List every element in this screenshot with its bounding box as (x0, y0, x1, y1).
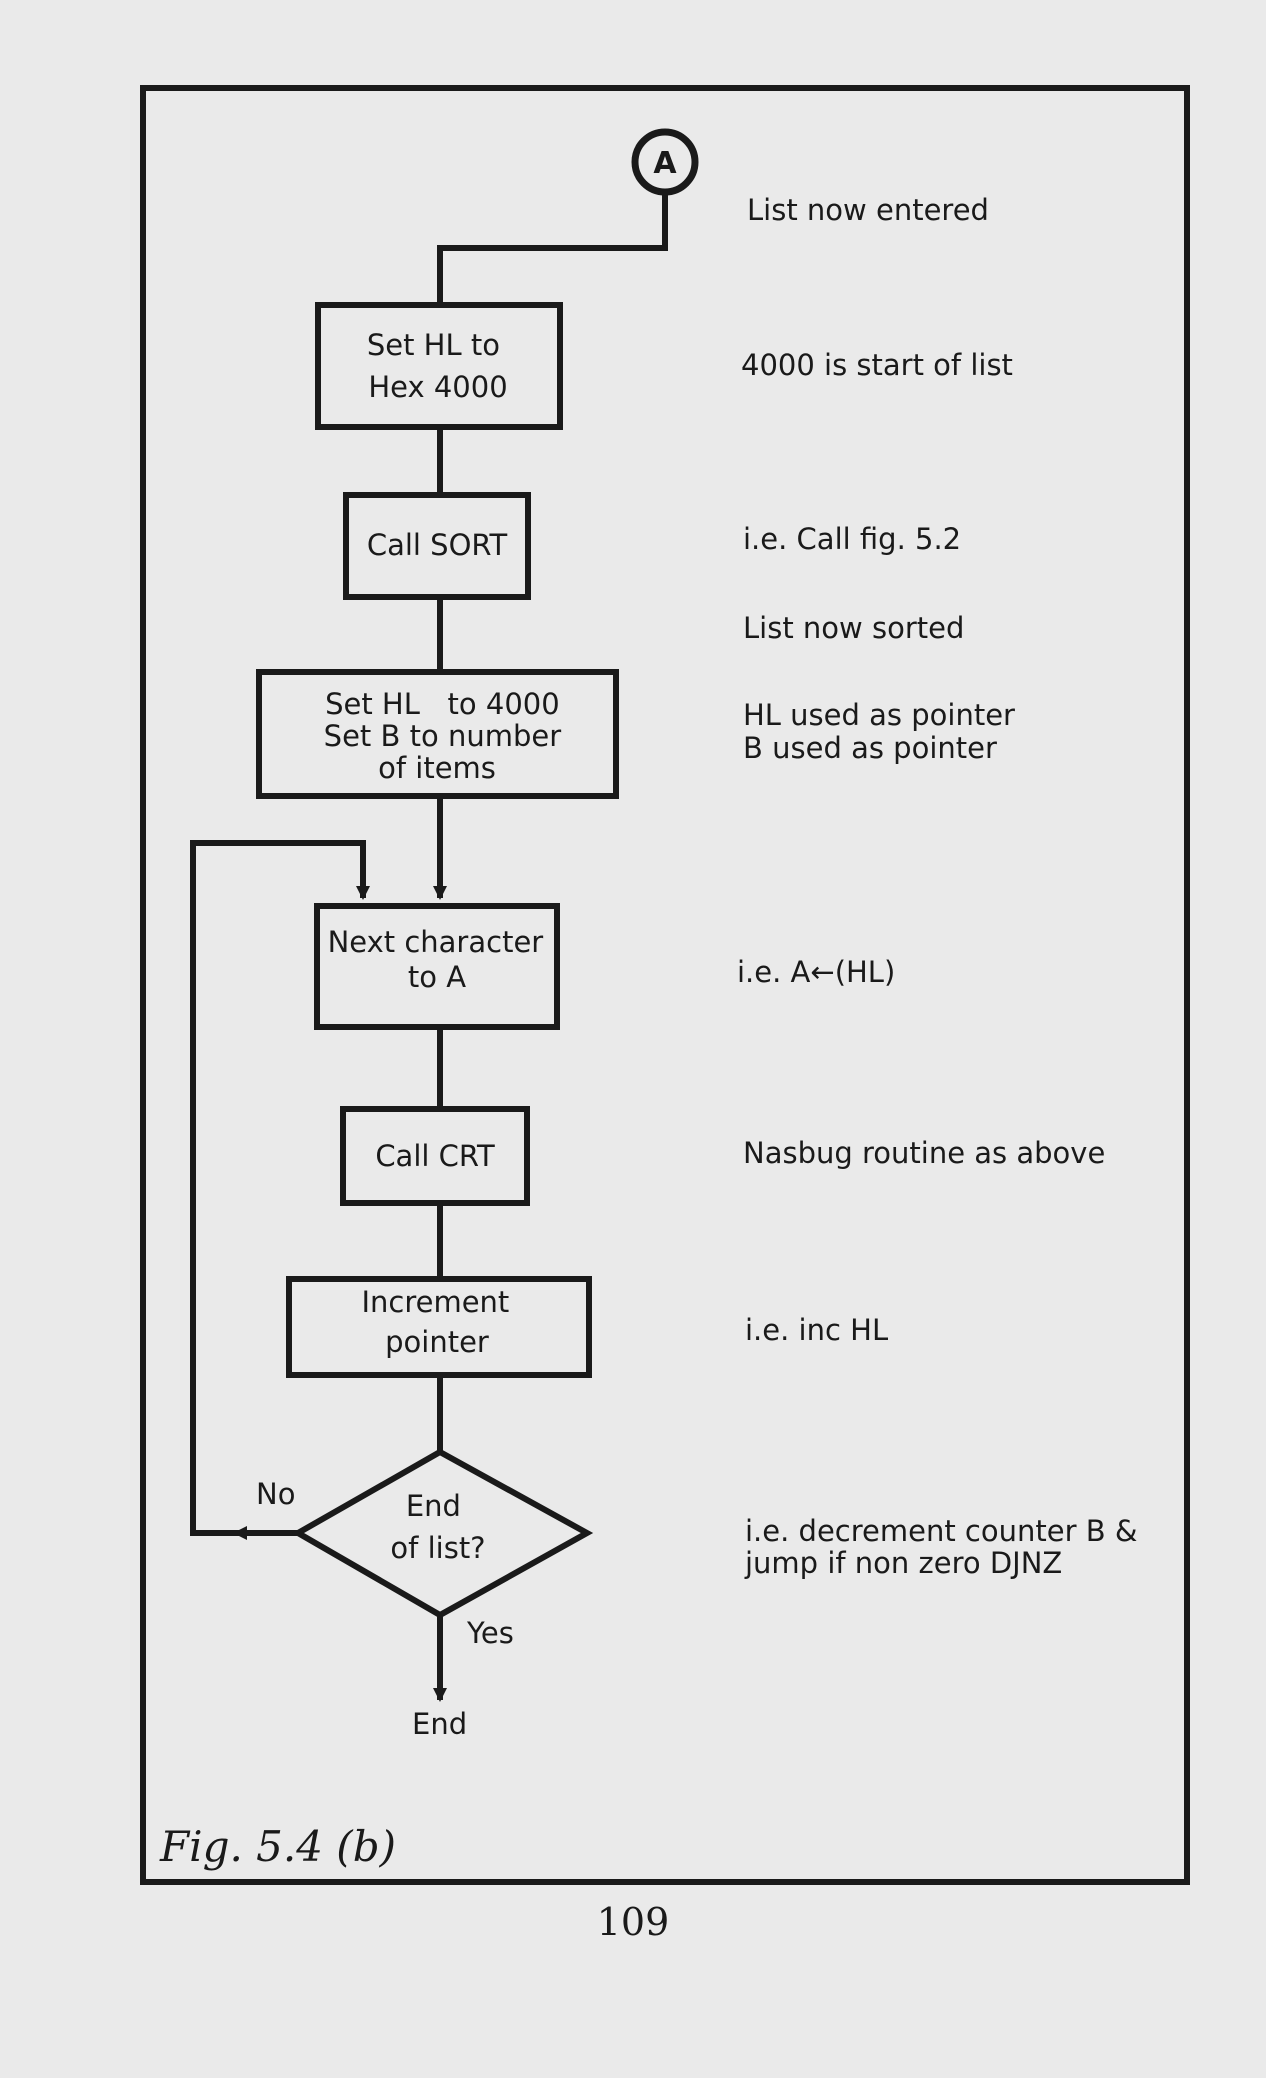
text-set-hl-b-line-1: Set HL to 4000 (325, 687, 560, 721)
text-increment-line-2: pointer (385, 1325, 489, 1359)
text-call-crt: Call CRT (375, 1139, 495, 1173)
box-increment (286, 1276, 592, 1378)
text-next-char-line-1: Next character (328, 925, 544, 959)
note-call-fig: i.e. Call fig. 5.2 (743, 522, 961, 556)
text-set-hl: Set HL to Hex 4000 (367, 328, 509, 404)
note-list-now-entered: List now entered (747, 193, 989, 227)
label-end: End (412, 1707, 467, 1741)
text-set-hl-line-2: Hex 4000 (368, 370, 507, 404)
note-inc-hl: i.e. inc HL (745, 1313, 888, 1347)
text-set-hl-b: Set HL to 4000 Set B to number of items (324, 687, 571, 785)
text-increment-line-1: Increment (361, 1285, 509, 1319)
flow-lines (190, 192, 668, 1702)
text-call-crt-line-1: Call CRT (375, 1139, 495, 1173)
decision-end-of-list (291, 1448, 594, 1619)
text-decision-line-1: End (406, 1489, 461, 1523)
text-decision-line-2: of list? (390, 1531, 485, 1565)
text-call-sort: Call SORT (367, 528, 508, 562)
figure-caption: Fig. 5.4 (b) (160, 1822, 396, 1871)
text-set-hl-b-line-3: of items (378, 751, 496, 785)
note-nasbug: Nasbug routine as above (743, 1136, 1105, 1170)
box-set-hl-b (256, 669, 619, 799)
box-call-sort (343, 492, 531, 600)
text-decision: End of list? (390, 1489, 485, 1565)
label-no: No (256, 1477, 295, 1511)
note-pointers-line-2: B used as pointer (743, 731, 997, 765)
line-a-to-set-hl (437, 192, 668, 305)
note-pointers-line-1: HL used as pointer (743, 698, 1015, 732)
step-boxes (256, 302, 619, 1619)
connector-a: A (631, 128, 699, 196)
connector-a-label: A (653, 146, 677, 181)
box-call-crt (340, 1106, 530, 1206)
text-set-hl-line-1: Set HL to (367, 328, 500, 362)
page-number: 109 (596, 1900, 670, 1944)
line-loop-back-to-next-char (190, 840, 370, 1536)
text-increment: Increment pointer (361, 1285, 518, 1359)
note-list-now-sorted: List now sorted (743, 611, 964, 645)
note-djnz: i.e. decrement counter B & jump if non z… (744, 1514, 1147, 1580)
note-load-a: i.e. A←(HL) (737, 955, 895, 989)
text-next-char-line-2: to A (408, 960, 466, 994)
figure-frame (140, 85, 1190, 1885)
note-djnz-line-1: i.e. decrement counter B & (745, 1514, 1137, 1548)
text-next-char: Next character to A (328, 925, 553, 994)
note-start-of-list: 4000 is start of list (741, 348, 1013, 382)
note-pointers: HL used as pointer B used as pointer (743, 698, 1024, 765)
box-next-char (314, 903, 560, 1030)
box-set-hl (315, 302, 563, 430)
note-djnz-line-2: jump if non zero DJNZ (744, 1546, 1062, 1580)
text-set-hl-b-line-2: Set B to number (324, 719, 562, 753)
label-yes: Yes (466, 1616, 514, 1650)
text-call-sort-line-1: Call SORT (367, 528, 508, 562)
